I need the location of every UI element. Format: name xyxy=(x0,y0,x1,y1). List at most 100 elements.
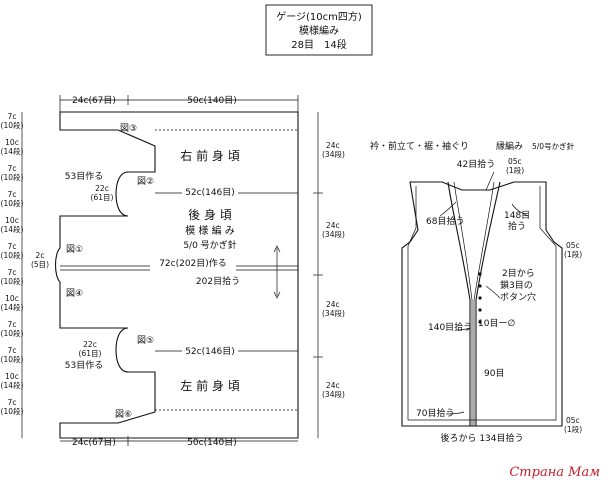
pick-202: 202目拾う xyxy=(196,275,240,287)
side-label-7a: 7c xyxy=(8,268,17,277)
fig-3-marker: 図③ xyxy=(120,123,137,134)
side-label-6b: (10段) xyxy=(1,250,24,260)
btn-a: 2目から xyxy=(502,268,535,279)
button-holes xyxy=(478,272,482,324)
dim22-bot-a: 22c xyxy=(83,340,97,349)
fig-5-marker: 図⑤ xyxy=(137,335,154,346)
c05-bot-a: 05c xyxy=(566,416,580,425)
vest-inner-edge xyxy=(407,186,557,421)
side-label-1b: (10段) xyxy=(1,120,24,130)
bottom-dim-right: 50c(140目) xyxy=(187,437,237,448)
neckline-right-inner xyxy=(473,181,495,426)
fig-6-marker: 図⑥ xyxy=(115,409,132,420)
gauge-title: ゲージ(10cm四方) xyxy=(276,10,362,23)
left-front-label: 左 前 身 頃 xyxy=(180,378,239,393)
pick-68: 68目拾う xyxy=(426,215,464,227)
left-side-labels: 7c (10段) 10c (14段) 7c (10段) 7c (10段) 10c… xyxy=(1,112,24,416)
fig-2-marker: 図② xyxy=(137,176,154,187)
pointer-140 xyxy=(455,327,471,331)
side-label-4b: (10段) xyxy=(1,198,24,208)
right-dim-4a: 24c xyxy=(326,381,340,390)
side-label-11b: (14段) xyxy=(1,380,24,390)
neckline-left-inner xyxy=(453,181,473,426)
body-piece-diagram: 24c(67目) 50c(140目) 24c(67目) 50c(140目) 右 … xyxy=(21,95,323,448)
c05-bot-b: (1段) xyxy=(564,424,582,434)
vest-edging-diagram: 衿・前立て・裾・袖ぐり 縁編み 5/0号かぎ針 42目拾う 05c (1段) xyxy=(370,140,582,444)
c05-right-b: (1段) xyxy=(564,249,582,259)
pick-70: 70目拾う xyxy=(416,407,454,419)
dim22-top-b: (61目) xyxy=(91,193,114,202)
pointer-70 xyxy=(445,411,465,415)
pick-148-b: 拾う xyxy=(508,220,526,232)
pick-134: 後ろから 134目拾う xyxy=(440,432,523,444)
fig-4-marker: 図④ xyxy=(66,288,83,299)
button-hole xyxy=(478,308,482,312)
c05-right-a: 05c xyxy=(566,241,580,250)
side-label-5a: 10c xyxy=(5,216,19,225)
ten-stitch: 10目ー∅ xyxy=(478,318,515,329)
dim72: 72c(202目)作る xyxy=(159,257,227,269)
body-outline xyxy=(54,111,299,439)
side-label-8a: 10c xyxy=(5,294,19,303)
gauge-count: 28目 14段 xyxy=(291,38,346,51)
side-label-9a: 7c xyxy=(8,320,17,329)
side-label-3b: (10段) xyxy=(1,172,24,182)
dim22-bot-b: (61目) xyxy=(79,349,102,358)
side-label-2b: (14段) xyxy=(1,146,24,156)
right-dim-1b: (34段) xyxy=(322,149,345,159)
fig-1-marker: 図① xyxy=(66,244,83,255)
arrow-head-down xyxy=(273,291,281,299)
dim22-top-a: 22c xyxy=(95,184,109,193)
right-dim-1a: 24c xyxy=(326,141,340,150)
side-label-9b: (10段) xyxy=(1,328,24,338)
back-hook-label: 5/0 号かぎ針 xyxy=(183,239,236,251)
button-hole xyxy=(478,320,482,324)
edging-hook: 5/0号かぎ針 xyxy=(532,141,575,151)
neckline-right xyxy=(475,181,501,426)
edging-title: 衿・前立て・裾・袖ぐり xyxy=(370,140,469,152)
arrow-head-up xyxy=(273,245,281,253)
dim52-bot-bg xyxy=(182,344,238,355)
right-front-label: 右 前 身 頃 xyxy=(180,148,239,163)
right-side-labels: 24c (34段) 24c (34段) 24c (34段) 24c (34段) xyxy=(322,141,345,399)
side-label-2a: 10c xyxy=(5,138,19,147)
gauge-box-frame xyxy=(265,4,373,56)
right-dim-2a: 24c xyxy=(326,221,340,230)
side-label-1a: 7c xyxy=(8,112,17,121)
dim52-top: 52c(146目) xyxy=(185,187,235,198)
dim52-top-bg xyxy=(182,186,238,197)
right-dim-3a: 24c xyxy=(326,300,340,309)
c05-top-a: 05c xyxy=(508,157,522,166)
button-hole xyxy=(478,296,482,300)
btn-b: 鎖3目の xyxy=(500,279,533,291)
side-label-12b: (10段) xyxy=(1,406,24,416)
pointer-42 xyxy=(485,171,495,191)
notch-5: (5目) xyxy=(31,260,49,269)
side-label-5b: (14段) xyxy=(1,224,24,234)
side-label-3a: 7c xyxy=(8,164,17,173)
side-label-8b: (14段) xyxy=(1,302,24,312)
dim72-bg xyxy=(150,260,236,271)
right-dim-3b: (34段) xyxy=(322,308,345,318)
dim52-bot: 52c(146目) xyxy=(185,346,235,357)
pointer-btn xyxy=(485,285,501,299)
c05-top-b: (1段) xyxy=(506,165,524,175)
side-label-10a: 7c xyxy=(8,346,17,355)
pointer-68 xyxy=(439,201,457,217)
side-label-12a: 7c xyxy=(8,398,17,407)
side-label-4a: 7c xyxy=(8,190,17,199)
bottom-dim-left: 24c(67目) xyxy=(72,437,116,448)
gauge-box: ゲージ(10cm四方) 模様編み 28目 14段 xyxy=(265,4,373,56)
top-dim-left: 24c(67目) xyxy=(72,95,116,106)
back-label: 後 身 頃 xyxy=(188,207,232,222)
neckline-left xyxy=(447,181,471,426)
top-dim-right: 50c(140目) xyxy=(187,95,237,106)
make-53-bot: 53目作る xyxy=(65,359,103,371)
side-label-7b: (10段) xyxy=(1,276,24,286)
edging-stitch: 縁編み xyxy=(496,140,523,152)
notch-2c: 2c xyxy=(36,251,45,260)
pick-42: 42目拾う xyxy=(457,158,495,170)
back-pattern-label: 模 様 編 み xyxy=(185,224,235,237)
